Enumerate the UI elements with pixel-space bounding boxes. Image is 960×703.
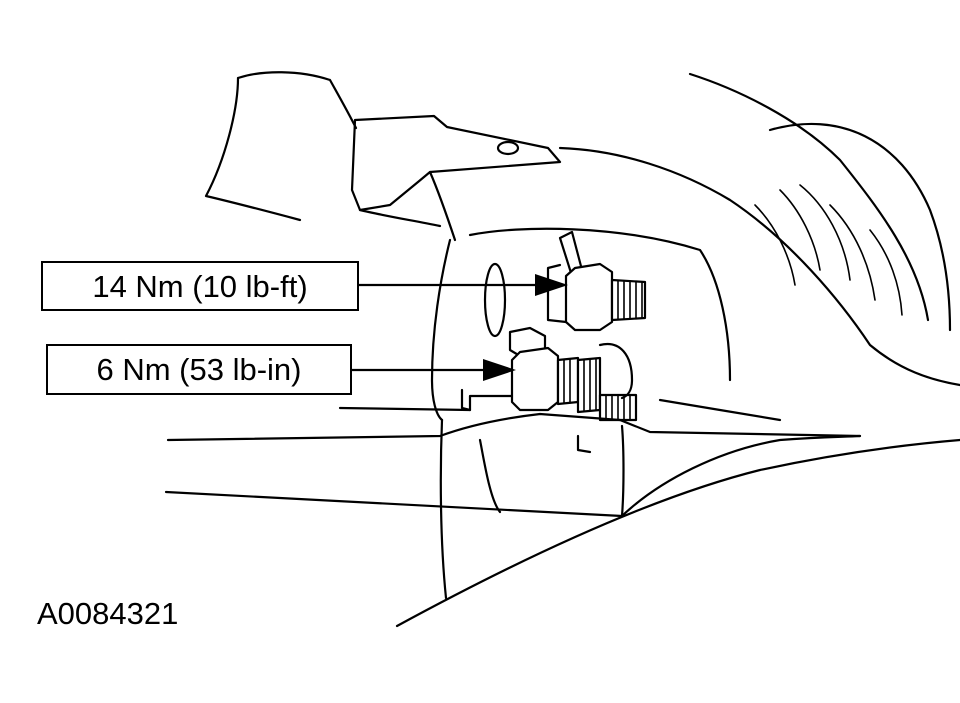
callout-arrow-lower xyxy=(350,359,516,381)
torque-callout-upper: 14 Nm (10 lb-ft) xyxy=(41,261,359,311)
bracket-hole xyxy=(496,140,520,156)
hose xyxy=(688,72,930,322)
lower-bolt xyxy=(460,326,638,422)
bracket-plate xyxy=(350,114,562,212)
torque-label-upper: 14 Nm (10 lb-ft) xyxy=(92,268,308,304)
figure-id: A0084321 xyxy=(37,596,179,631)
housing xyxy=(430,238,452,422)
housing-slot xyxy=(483,262,507,338)
upper-body-contour xyxy=(204,71,358,222)
torque-label-lower: 6 Nm (53 lb-in) xyxy=(96,352,302,387)
frame-rail-lower xyxy=(164,434,862,518)
callout-arrow-upper xyxy=(357,274,568,296)
lower-contour xyxy=(439,418,448,600)
frame-rail-upper xyxy=(166,412,862,442)
torque-callout-lower: 6 Nm (53 lb-in) xyxy=(46,344,352,395)
upper-bolt xyxy=(546,230,647,332)
